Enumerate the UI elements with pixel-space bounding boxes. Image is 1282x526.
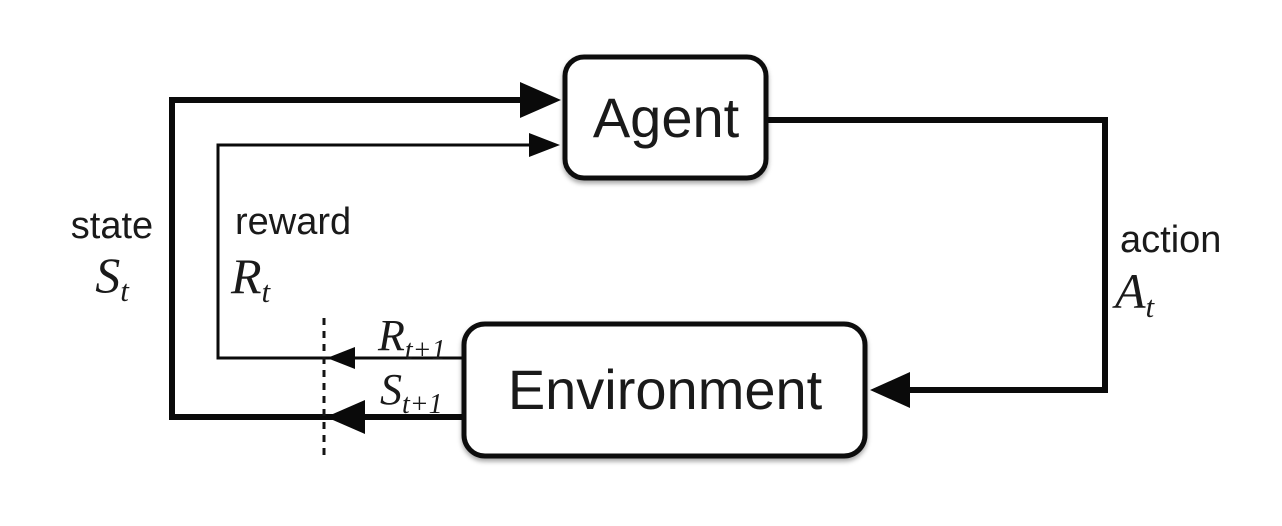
- action-symbol-label: At: [1112, 263, 1156, 324]
- action-symbol: A: [1112, 263, 1146, 319]
- reward-symbol-label: Rt: [230, 248, 272, 309]
- action-word-label: action: [1120, 219, 1221, 261]
- next-state-symbol: S: [380, 365, 402, 414]
- environment-label: Environment: [508, 358, 823, 421]
- state-word-label: state: [71, 205, 153, 247]
- action-arrow-path: [766, 117, 1108, 393]
- next-reward-symbol: R: [377, 311, 405, 360]
- action-symbol-subscript: t: [1146, 289, 1156, 324]
- next-state-label: St+1: [380, 365, 443, 420]
- reward-symbol: R: [230, 248, 262, 304]
- state-arrowhead-icon: [520, 82, 561, 118]
- reward-word-label: reward: [235, 201, 351, 243]
- next-reward-label: Rt+1: [377, 311, 446, 366]
- agent-label: Agent: [593, 86, 740, 149]
- environment-node: [461, 321, 868, 459]
- state-symbol: S: [95, 247, 120, 303]
- state-symbol-subscript: t: [120, 273, 130, 308]
- next-state-subscript: t+1: [402, 389, 443, 420]
- agent-node: [562, 54, 769, 181]
- next-state-arrowhead-icon: [326, 400, 365, 434]
- next-reward-subscript: t+1: [405, 335, 446, 366]
- next-reward-arrowhead-icon: [327, 347, 355, 369]
- reward-arrowhead-icon: [529, 133, 560, 157]
- state-arrow-path: [169, 97, 545, 420]
- action-arrowhead-icon: [870, 372, 910, 408]
- reward-symbol-subscript: t: [262, 274, 272, 309]
- state-symbol-label: St: [95, 247, 130, 308]
